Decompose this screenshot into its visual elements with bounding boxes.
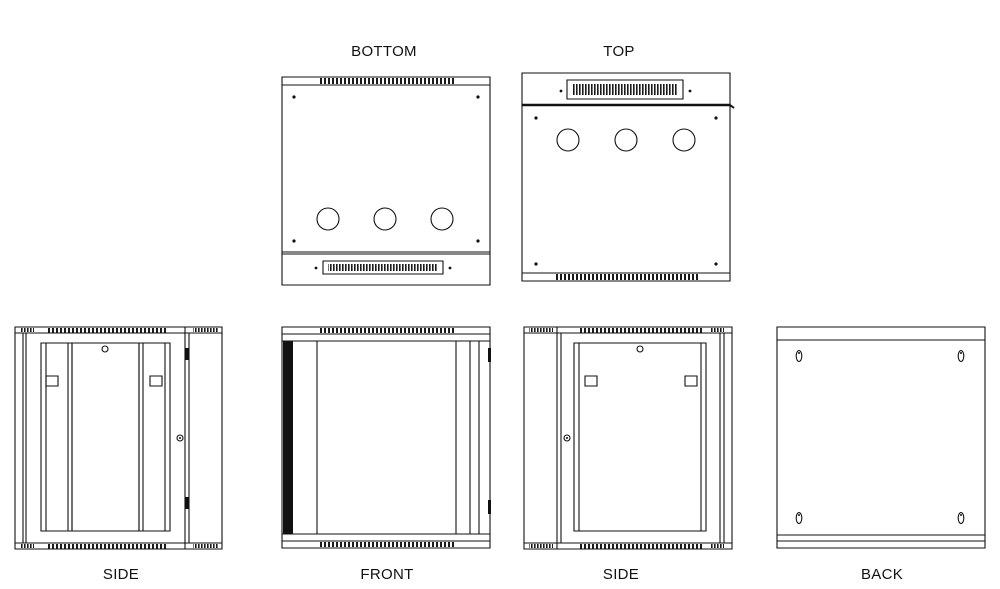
label-back-view: BACK: [860, 566, 904, 583]
back-view: [777, 327, 985, 548]
top-view: [522, 73, 734, 281]
side-left-view: [15, 327, 222, 549]
back-mount-slot-tr: [958, 351, 964, 362]
bottom-cable-hole-2: [374, 208, 396, 230]
bottom-cable-hole-3: [431, 208, 453, 230]
top-vent-slot: [572, 84, 678, 95]
back-mount-slot-bl: [796, 513, 802, 524]
top-cable-hole-2: [615, 129, 637, 151]
front-view: [282, 327, 491, 548]
top-vent-bottom: [556, 274, 698, 280]
back-mount-slot-br: [958, 513, 964, 524]
bottom-vent-slot: [328, 264, 438, 271]
label-front-view: FRONT: [360, 566, 414, 583]
bottom-view: [282, 77, 490, 285]
bottom-vent-top: [318, 78, 456, 84]
side-right-view: [524, 327, 732, 549]
label-top-view: TOP: [603, 43, 635, 60]
bottom-cable-hole-1: [317, 208, 339, 230]
front-door-handle-strip: [283, 341, 293, 534]
back-mount-slot-tl: [796, 351, 802, 362]
label-side-left-view: SIDE: [102, 566, 140, 583]
label-bottom-view: BOTTOM: [351, 43, 417, 60]
label-side-right-view: SIDE: [602, 566, 640, 583]
top-cable-hole-1: [557, 129, 579, 151]
top-cable-hole-3: [673, 129, 695, 151]
